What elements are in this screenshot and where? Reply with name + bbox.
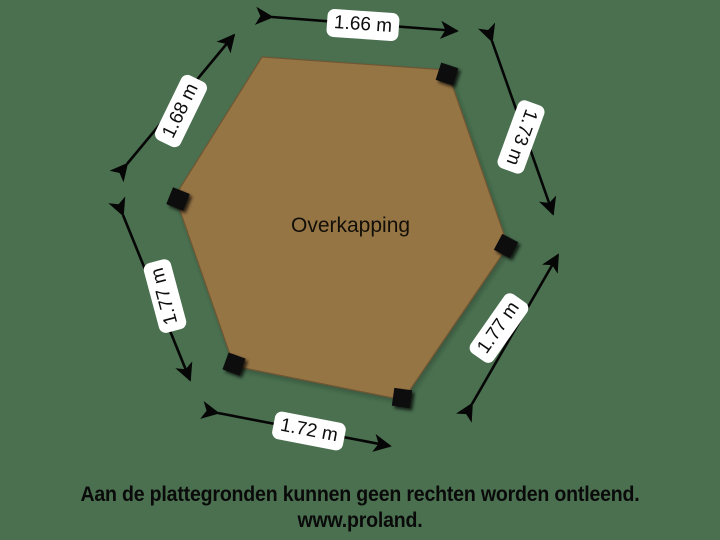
post-bottom-left [222,352,246,376]
post-top-right [435,62,459,86]
post-bottom-right [391,387,413,409]
disclaimer-line-2: www.proland. [297,509,423,532]
post-markers [166,62,519,409]
post-right [493,233,519,259]
room-label-overkapping: Overkapping [291,214,411,237]
disclaimer-line-1: Aan de plattegronden kunnen geen rechten… [80,483,640,506]
dimension-label-top: 1.66 m [326,8,400,42]
